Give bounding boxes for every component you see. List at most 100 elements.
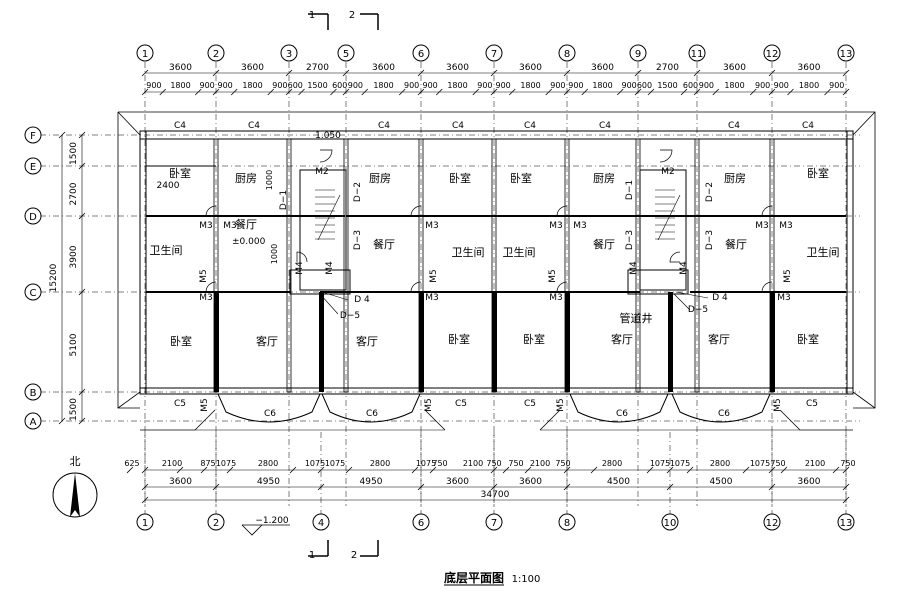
grid-bubble [337, 44, 355, 62]
duct-label: D−2 [353, 182, 363, 202]
eave-diagonal [852, 391, 876, 409]
dim-tick [317, 466, 325, 474]
dim-top-detail: 900 [272, 81, 287, 90]
dim-tick [141, 69, 149, 77]
section-label: 2 [349, 10, 355, 21]
dim-tick [345, 466, 353, 474]
dim-top-detail: 900 [199, 81, 214, 90]
door-label: M5 [199, 269, 209, 283]
dim-tick [768, 69, 776, 77]
door-label: M5 [200, 398, 210, 412]
room-label: 卧室 [523, 332, 545, 346]
window-label: C4 [599, 121, 611, 131]
heavy-wall [214, 292, 219, 392]
grid-bubble [136, 44, 154, 62]
door-label: M5 [429, 269, 439, 283]
dim-tick [285, 88, 293, 96]
dim-top-detail: 1800 [724, 81, 744, 90]
dim-tick [563, 483, 571, 491]
dim-tick [712, 88, 720, 96]
dim-top-detail: 1500 [307, 81, 327, 90]
dim-tick [435, 88, 443, 96]
duct-label: D−3 [353, 230, 363, 250]
door-label: M4 [679, 261, 689, 275]
room-label: 卫生间 [150, 243, 183, 257]
dim-tick [842, 496, 850, 504]
dim-top-detail: 1800 [170, 81, 190, 90]
window-label: C5 [806, 399, 818, 409]
duct-label: D−5 [688, 305, 708, 315]
dim-bot-detail: 2100 [530, 459, 550, 468]
door-label: M4 [295, 261, 305, 275]
dim-tick [230, 88, 238, 96]
level-mark [241, 524, 263, 536]
door-swing [669, 251, 681, 263]
room-label: 客厅 [356, 334, 378, 348]
door-label: M3 [549, 221, 563, 231]
door-label: M2 [661, 167, 675, 177]
dim-tick [563, 466, 571, 474]
heavy-wall [668, 292, 673, 392]
dim-tick [317, 483, 325, 491]
duct-label: D−1 [279, 190, 289, 210]
dim-top-main: 3600 [723, 63, 746, 73]
grid-label-row: E [30, 162, 36, 173]
dim-tick [647, 88, 655, 96]
terrace-line [539, 409, 561, 431]
dim-tick [267, 88, 275, 96]
dim-tick [212, 88, 220, 96]
door-label: M2 [315, 167, 329, 177]
room-label: 卧室 [448, 332, 470, 346]
dim-tick [646, 466, 654, 474]
dim-top-main: 3600 [446, 63, 469, 73]
door-swing [205, 205, 217, 217]
room-label: 卧室 [510, 171, 532, 185]
dim-left: 2700 [69, 182, 79, 205]
dim-tick [212, 69, 220, 77]
room-label: 卧室 [807, 166, 829, 180]
room-label: 卫生间 [452, 245, 485, 259]
dim-top-detail: 900 [699, 81, 714, 90]
level-ground: −1.200 [255, 516, 289, 526]
duct-label: D−3 [625, 230, 635, 250]
dim-bot-detail: 1075 [325, 459, 345, 468]
grid-bubble [207, 513, 225, 531]
dim-tick [490, 88, 498, 96]
dim-top-detail: 900 [568, 81, 583, 90]
dim-tick [490, 466, 498, 474]
room-label: 厨房 [235, 172, 257, 185]
dim-tick [693, 88, 701, 96]
dim-bot-detail: 2100 [805, 459, 825, 468]
door-label: M5 [773, 398, 783, 412]
duct-label: D−5 [340, 311, 360, 321]
door-swing [659, 149, 673, 163]
dim-bot-detail: 1075 [750, 459, 770, 468]
dim-tick [749, 88, 757, 96]
terrace-line [194, 409, 216, 431]
dim-left: 1500 [69, 398, 79, 421]
dim-bot-detail: 2800 [370, 459, 390, 468]
grid-bubble [837, 513, 855, 531]
grid-bubble [412, 44, 430, 62]
dim-top-main: 3600 [798, 63, 821, 73]
dim-bot-detail: 2100 [162, 459, 182, 468]
window-label: C4 [174, 121, 186, 131]
drawing-scale: 1:100 [512, 574, 541, 585]
dim-tick [524, 466, 532, 474]
door-label: M3 [199, 293, 213, 303]
door-label: M3 [549, 293, 563, 303]
grid-label-bottom: 12 [766, 518, 779, 529]
dim-tick [398, 88, 406, 96]
dim-tick [634, 88, 642, 96]
door-label: M3 [777, 293, 791, 303]
grid-label-bottom: 2 [213, 518, 219, 529]
dim-top-detail: 900 [550, 81, 565, 90]
grid-bubble [661, 513, 679, 531]
terrace-line [779, 409, 801, 431]
dim-bot-detail: 750 [840, 459, 855, 468]
grid-label-top: 5 [343, 49, 349, 60]
room-label: 餐厅 [235, 217, 257, 231]
room-label: 餐厅 [725, 237, 747, 251]
grid-label-top: 1 [142, 49, 148, 60]
heavy-wall [565, 292, 570, 392]
